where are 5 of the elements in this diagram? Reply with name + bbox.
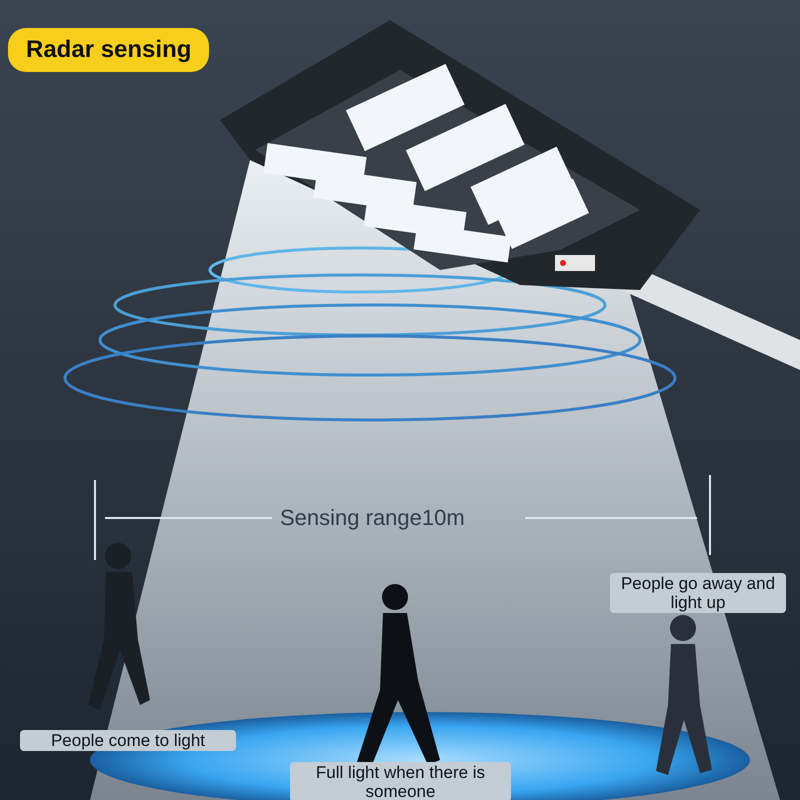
caption-text: People go away and light up [610, 573, 786, 613]
caption-text: People come to light [20, 730, 236, 751]
title-badge: Radar sensing [8, 28, 210, 72]
caption-text: Full light when there is someone [290, 762, 511, 800]
dimension-label: Sensing range10m [280, 505, 465, 531]
